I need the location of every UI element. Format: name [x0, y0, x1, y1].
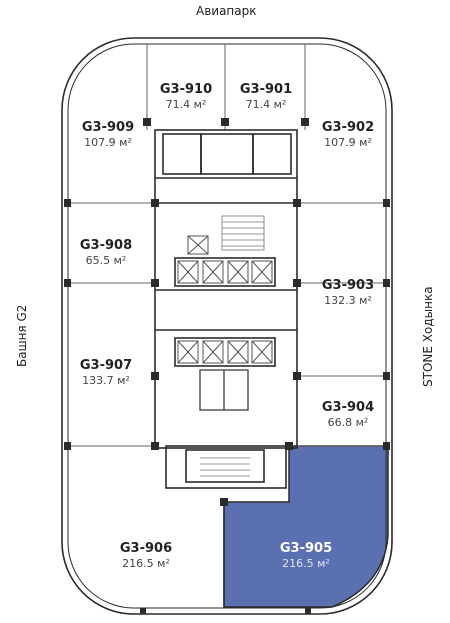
unit-area: 107.9 м² — [84, 136, 132, 149]
unit-code: G3-901 — [239, 82, 293, 97]
unit-code: G3-904 — [321, 400, 375, 415]
unit-g3-904[interactable]: G3-904 66.8 м² — [293, 400, 403, 430]
unit-code: G3-906 — [119, 541, 173, 556]
unit-g3-908[interactable]: G3-908 65.5 м² — [51, 238, 161, 268]
unit-code: G3-902 — [321, 120, 375, 135]
unit-area: 71.4 м² — [245, 98, 287, 111]
unit-code: G3-910 — [159, 82, 213, 97]
unit-g3-910[interactable]: G3-910 71.4 м² — [131, 82, 241, 112]
unit-area: 71.4 м² — [165, 98, 207, 111]
unit-code: G3-909 — [81, 120, 135, 135]
building-core — [154, 129, 298, 489]
unit-area: 66.8 м² — [327, 416, 369, 429]
building-outline-inner — [67, 43, 387, 609]
partitions — [68, 44, 386, 607]
label-left-tower-g2: Башня G2 — [15, 304, 29, 367]
unit-area: 65.5 м² — [85, 254, 127, 267]
unit-g3-909[interactable]: G3-909 107.9 м² — [53, 120, 163, 150]
unit-area: 133.7 м² — [82, 374, 130, 387]
restrooms — [199, 369, 249, 411]
unit-area: 216.5 м² — [122, 557, 170, 570]
columns — [64, 118, 390, 614]
unit-area-g3-905[interactable] — [223, 445, 389, 608]
unit-code: G3-903 — [321, 278, 375, 293]
label-top-aviapark: Авиапарк — [196, 4, 257, 18]
unit-code: G3-908 — [79, 238, 133, 253]
elevators — [177, 235, 273, 364]
label-right-stone: STONE Ходынка — [421, 286, 435, 387]
unit-g3-902[interactable]: G3-902 107.9 м² — [293, 120, 403, 150]
unit-area: 107.9 м² — [324, 136, 372, 149]
unit-g3-905[interactable]: G3-905 216.5 м² — [251, 541, 361, 571]
unit-g3-901[interactable]: G3-901 71.4 м² — [211, 82, 321, 112]
building-outline — [61, 37, 393, 615]
unit-code: G3-907 — [79, 358, 133, 373]
unit-g3-906[interactable]: G3-906 216.5 м² — [91, 541, 201, 571]
unit-g3-907[interactable]: G3-907 133.7 м² — [51, 358, 161, 388]
stairs — [200, 215, 265, 477]
unit-code: G3-905 — [279, 541, 333, 556]
unit-area: 132.3 м² — [324, 294, 372, 307]
unit-g3-903[interactable]: G3-903 132.3 м² — [293, 278, 403, 308]
unit-area: 216.5 м² — [282, 557, 330, 570]
